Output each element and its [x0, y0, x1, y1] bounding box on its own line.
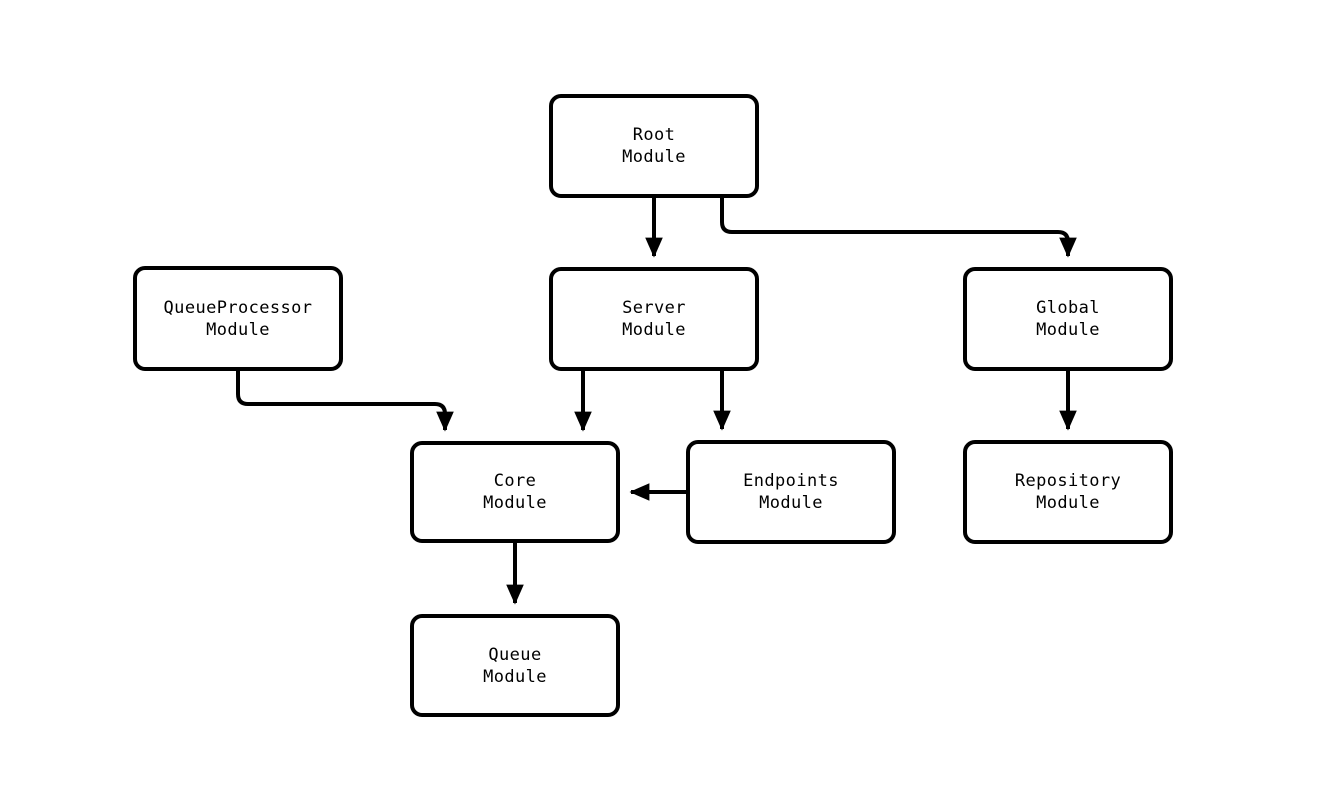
- node-global-line2: Module: [1036, 320, 1100, 340]
- node-server[interactable]: Server Module: [549, 267, 759, 371]
- node-queue[interactable]: Queue Module: [410, 614, 620, 717]
- node-repository-line1: Repository: [1014, 471, 1122, 491]
- node-root-line2: Module: [622, 147, 686, 167]
- node-global[interactable]: Global Module: [963, 267, 1173, 371]
- node-endpoints-line2: Module: [759, 493, 823, 513]
- node-endpoints-line1: Endpoints: [743, 471, 839, 491]
- node-server-line1: Server: [622, 298, 686, 318]
- node-root-line1: Root: [632, 125, 676, 145]
- node-repository-line2: Module: [1036, 493, 1100, 513]
- edge-queueprocessor-core: [236, 371, 454, 432]
- node-root[interactable]: Root Module: [549, 94, 759, 198]
- node-queueprocessor[interactable]: QueueProcessor Module: [133, 266, 343, 371]
- node-repository[interactable]: Repository Module: [963, 440, 1173, 544]
- node-core-line1: Core: [493, 471, 537, 491]
- node-queue-line1: Queue: [488, 644, 542, 665]
- edge-root-global: [720, 198, 1077, 258]
- node-queueprocessor-line2: Module: [206, 319, 270, 340]
- node-server-line2: Module: [622, 320, 686, 340]
- node-queue-line2: Module: [483, 666, 547, 687]
- node-core-line2: Module: [483, 493, 547, 513]
- node-queueprocessor-line1: QueueProcessor: [163, 297, 313, 318]
- node-core[interactable]: Core Module: [410, 441, 620, 543]
- node-endpoints[interactable]: Endpoints Module: [686, 440, 896, 544]
- node-global-line1: Global: [1036, 298, 1100, 318]
